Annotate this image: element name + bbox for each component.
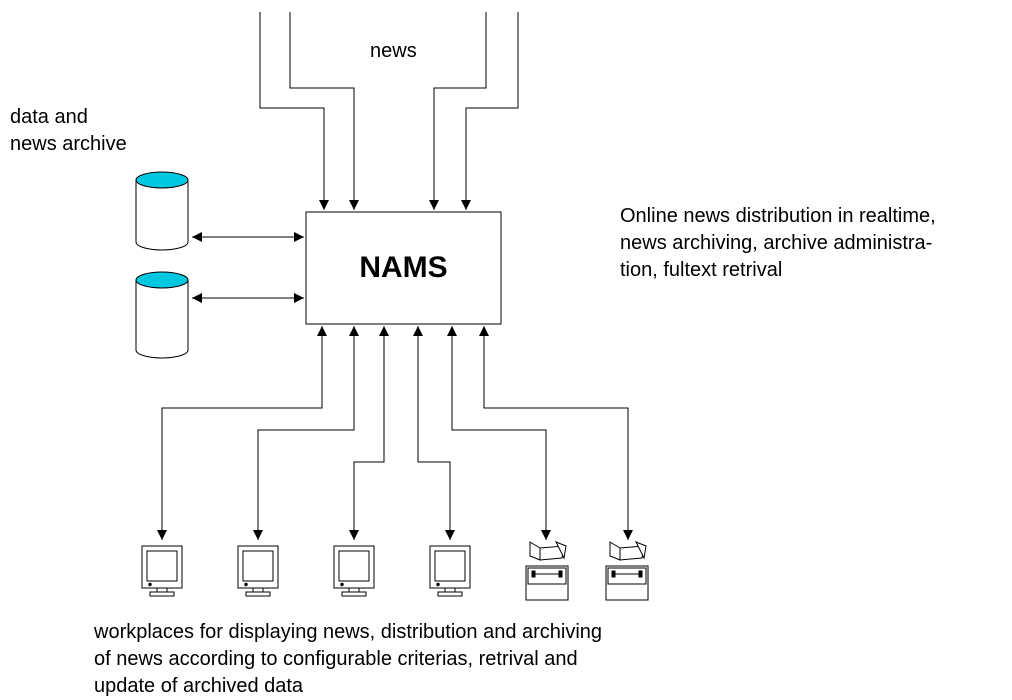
- database-icon: [135, 171, 189, 251]
- database-icon: [135, 271, 189, 359]
- workplace-line-4: [413, 326, 455, 540]
- monitor-workstation-icon: [429, 545, 471, 597]
- feed-line-2: [289, 12, 359, 210]
- feed-line-1: [259, 12, 329, 210]
- archive-label: data and news archive: [10, 104, 127, 158]
- workplaces-description-line: workplaces for displaying news, distribu…: [94, 621, 603, 643]
- news-feed-label: news: [370, 40, 417, 62]
- feed-line-3: [429, 12, 487, 210]
- workplace-line-2: [253, 326, 359, 540]
- nams-label: NAMS: [359, 251, 448, 284]
- archive-label-line: news archive: [10, 133, 127, 155]
- nams-box: [305, 211, 502, 325]
- workplaces-description: workplaces for displaying news, distribu…: [94, 619, 602, 700]
- monitor-workstation-icon: [333, 545, 375, 597]
- workplace-line-5: [447, 326, 551, 540]
- monitor-workstation-icon: [237, 545, 279, 597]
- archive-label-line: data and: [10, 106, 88, 128]
- online-description: Online news distribution in realtime, ne…: [620, 203, 936, 284]
- workplaces-description-line: update of archived data: [94, 675, 304, 697]
- workplaces-description-line: of news according to configurable criter…: [94, 648, 578, 670]
- online-description-line: news archiving, archive administra-: [620, 232, 933, 254]
- online-description-line: Online news distribution in realtime,: [620, 205, 936, 227]
- news-feed-lines: [259, 12, 519, 210]
- printer-icon: [525, 541, 569, 601]
- workplace-line-3: [349, 326, 389, 540]
- workplace-line-1: [157, 326, 327, 540]
- workplace-connections: [157, 326, 633, 540]
- online-description-line: tion, fultext retrival: [620, 259, 783, 281]
- printer-icon: [605, 541, 649, 601]
- feed-line-4: [461, 12, 519, 210]
- monitor-workstation-icon: [141, 545, 183, 597]
- workplace-line-6: [479, 326, 633, 540]
